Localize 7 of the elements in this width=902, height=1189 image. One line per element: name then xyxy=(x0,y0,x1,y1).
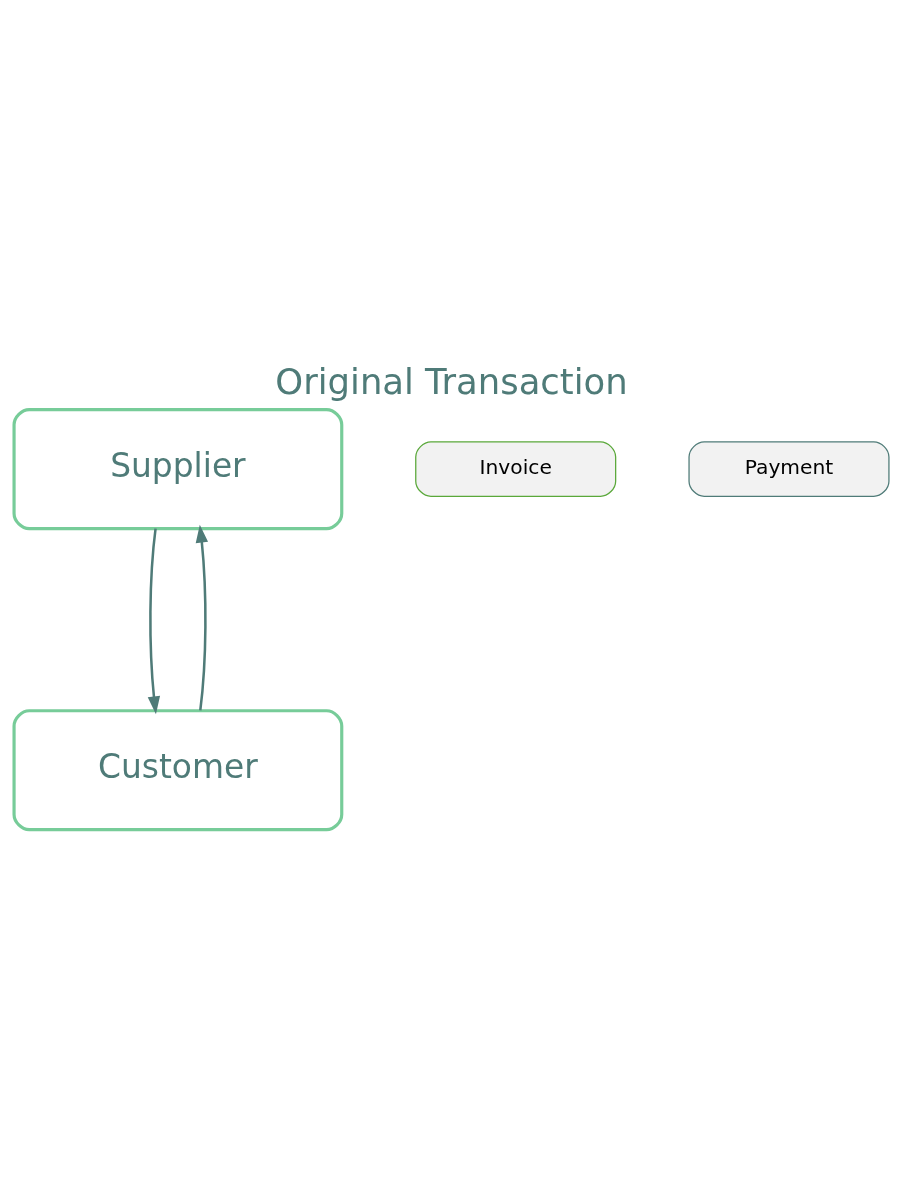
node-box: Supplier xyxy=(12,407,343,530)
arrow xyxy=(195,524,208,710)
arrow xyxy=(147,528,160,714)
diagram-title: Original Transaction xyxy=(274,360,628,402)
node-box: Invoice xyxy=(414,440,616,497)
node-box: Payment xyxy=(687,440,890,497)
node-box: Customer xyxy=(12,708,343,831)
